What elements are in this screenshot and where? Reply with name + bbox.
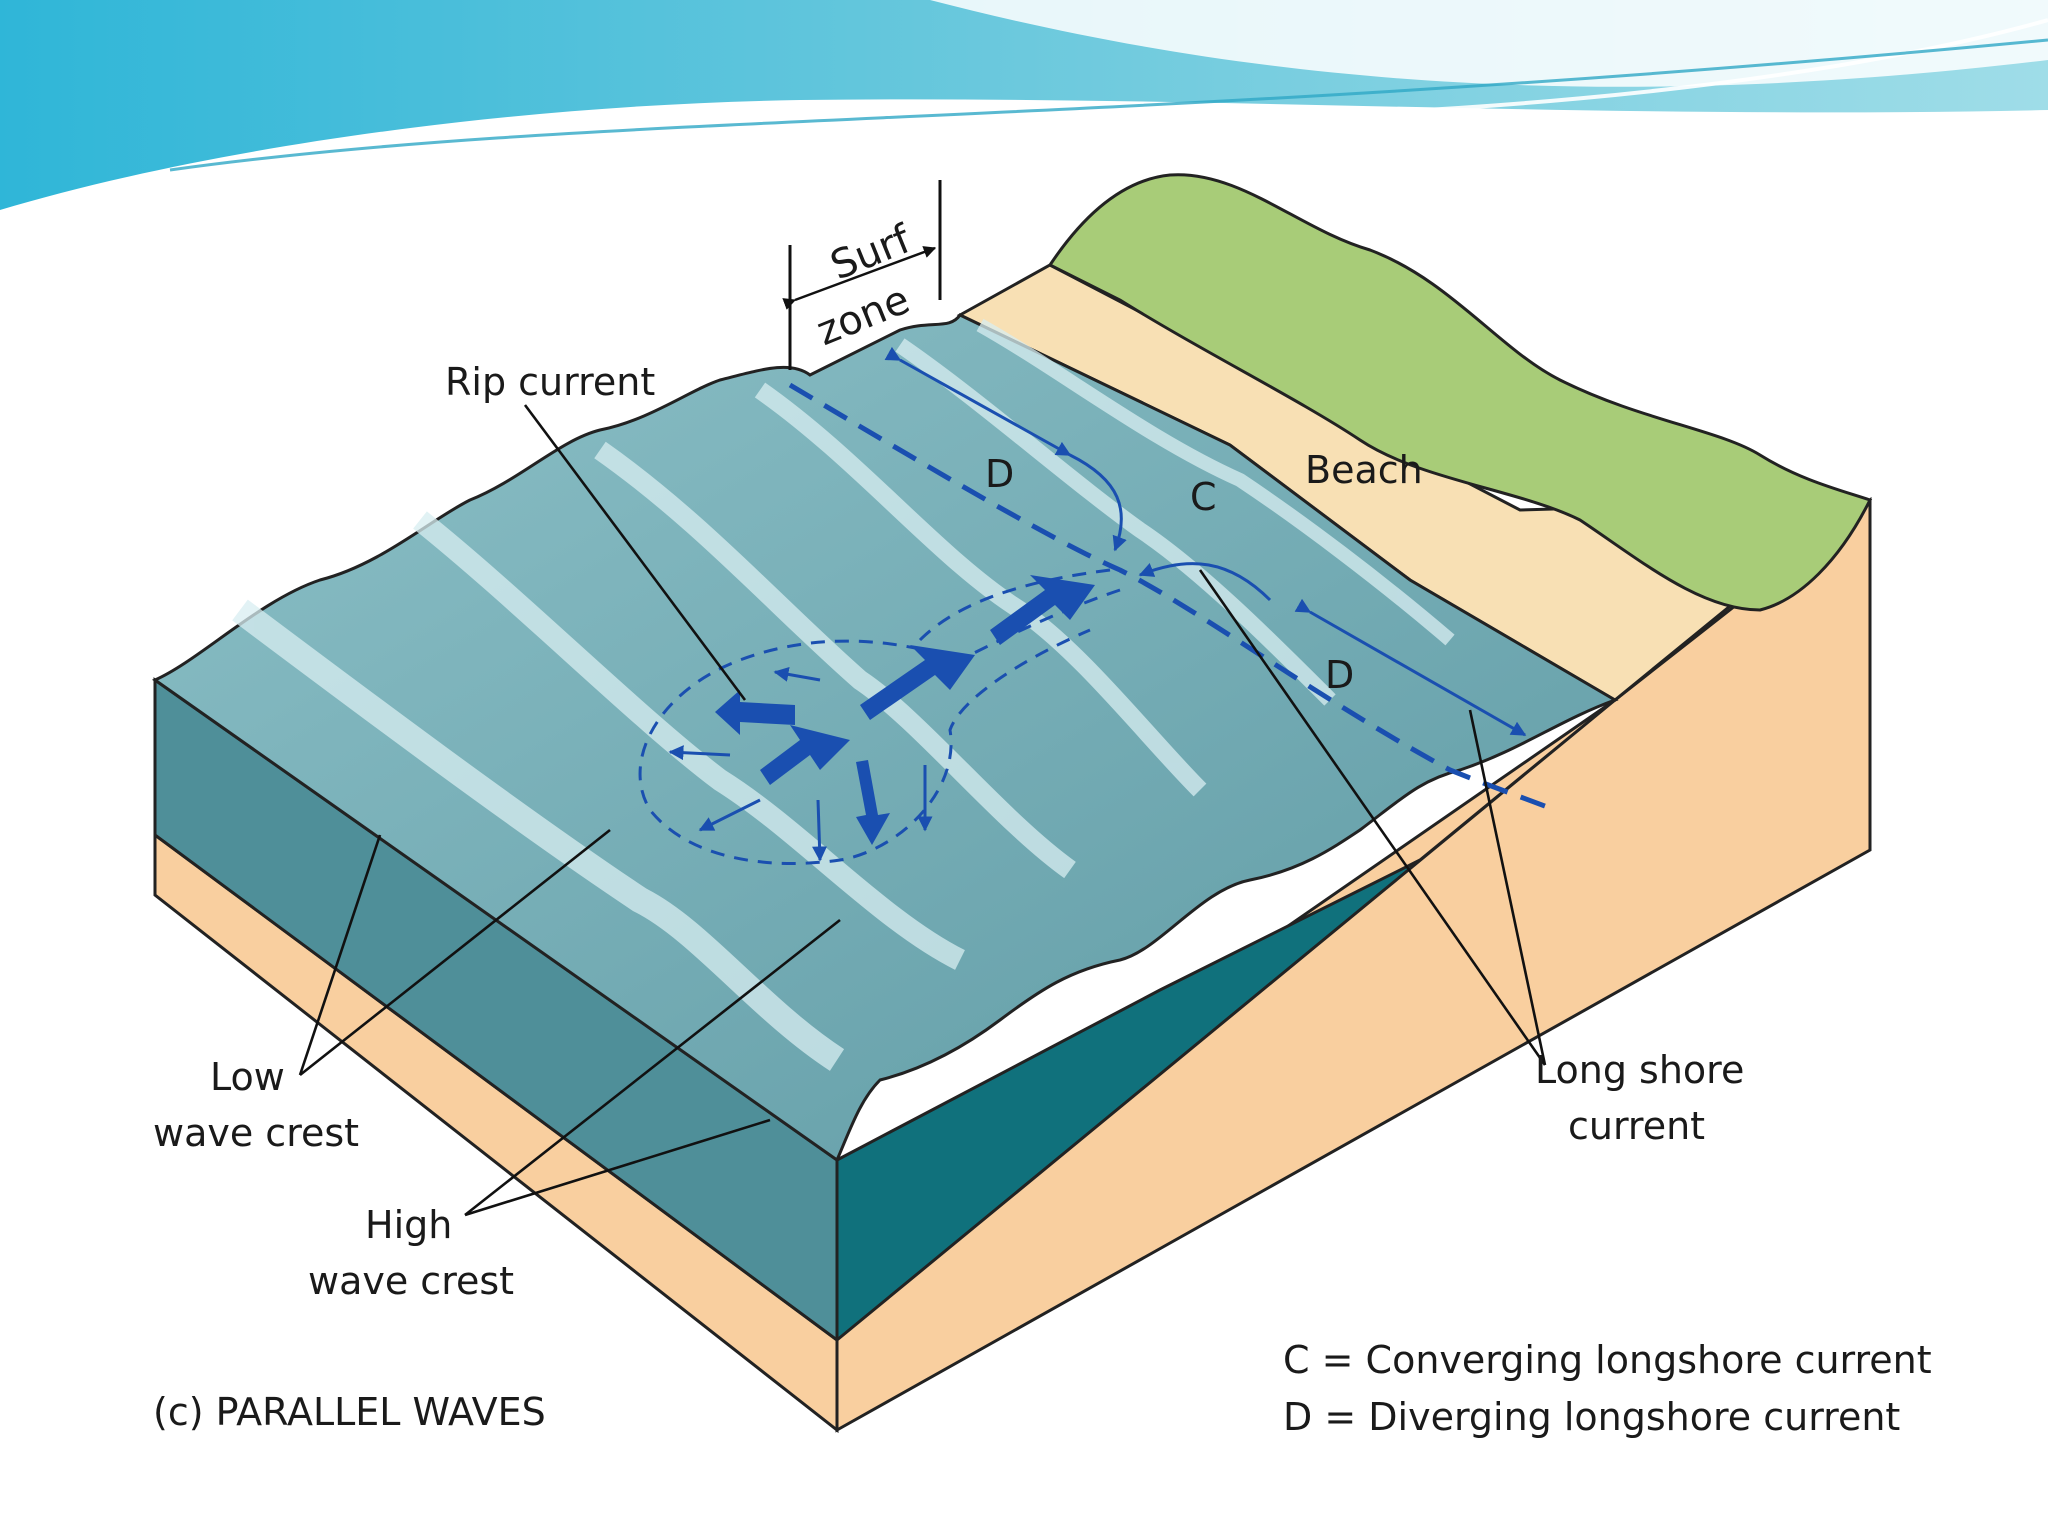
rip-current-label: Rip current	[445, 360, 655, 404]
longshore-arrow-lower	[1294, 598, 1527, 737]
figure-caption: (c) PARALLEL WAVES	[153, 1390, 546, 1434]
rip-arrow-3	[760, 725, 850, 785]
low-crest-leader-1	[298, 834, 382, 1076]
header-decoration	[0, 0, 2048, 217]
high-crest-leader-1	[464, 918, 841, 1217]
rip-arrow-4	[715, 690, 795, 735]
beach-label: Beach	[1305, 448, 1423, 492]
rip-small-arrow-3	[698, 798, 761, 832]
label-c: C	[1190, 475, 1217, 519]
high-crest-label-1: High	[365, 1203, 452, 1247]
block-diagram	[151, 173, 1873, 1434]
rip-arrow-1	[990, 575, 1095, 645]
surf-label: Surf	[824, 216, 917, 289]
legend: C = Converging longshore current D = Div…	[1283, 1338, 1932, 1439]
rip-small-arrow-1	[773, 666, 821, 682]
diagram-labels: Rip current Beach D C D Low wave crest H…	[153, 360, 1744, 1434]
water-surface	[151, 313, 1619, 1163]
grass-dune	[1047, 173, 1873, 612]
longshore-arrow-upper	[884, 346, 1072, 457]
legend-converging: C = Converging longshore current	[1283, 1338, 1932, 1382]
leader-lines	[298, 404, 1547, 1217]
longshore-dashed-path	[788, 382, 1556, 813]
rip-small-arrow-4	[812, 799, 828, 862]
rip-current-leader	[523, 404, 747, 701]
longshore-leader-2	[1468, 709, 1547, 1066]
water-side-face	[835, 698, 1616, 1344]
label-d-lower: D	[1325, 653, 1354, 697]
low-crest-label-1: Low	[210, 1055, 285, 1099]
low-crest-leader-2	[299, 828, 611, 1077]
converge-arrow-right	[1138, 562, 1272, 602]
rip-small-arrow-2	[668, 745, 731, 761]
label-d-upper: D	[985, 452, 1014, 496]
high-crest-leader-2	[464, 1118, 771, 1217]
rip-arrow-5	[856, 760, 890, 845]
converge-arrow-left	[1069, 453, 1127, 552]
longshore-label-2: current	[1568, 1104, 1705, 1148]
high-crest-label-2: wave crest	[308, 1259, 514, 1303]
low-crest-label-2: wave crest	[153, 1111, 359, 1155]
longshore-currents	[788, 346, 1556, 813]
longshore-leader-1	[1198, 569, 1547, 1066]
rip-arrow-2	[860, 645, 975, 720]
rip-current	[638, 568, 1121, 865]
legend-diverging: D = Diverging longshore current	[1283, 1395, 1900, 1439]
longshore-label-1: Long shore	[1535, 1048, 1744, 1092]
